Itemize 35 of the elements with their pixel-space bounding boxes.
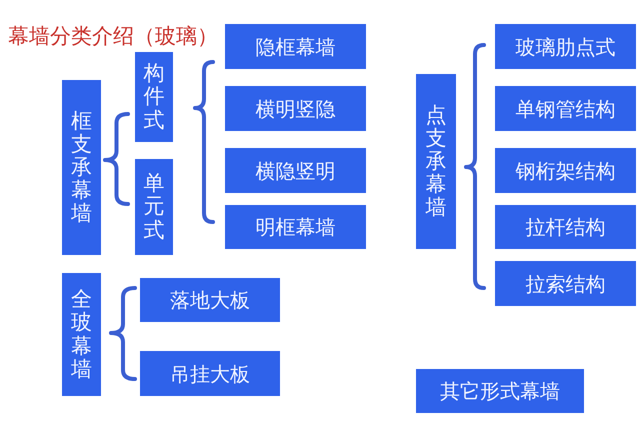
category-box (62, 80, 101, 255)
category-label: 拉杆结构 (526, 215, 606, 239)
category-label: 单元式 (144, 172, 164, 242)
category-box (416, 74, 456, 249)
category-label: 点支承幕墙 (426, 104, 446, 220)
category-label: 隐框幕墙 (256, 34, 336, 58)
category-box (495, 86, 636, 131)
diagram-title: 幕墙分类介绍（玻璃） (8, 24, 218, 50)
category-box (135, 52, 173, 142)
category-label: 构件式 (144, 62, 164, 132)
category-label: 框支承幕墙 (71, 110, 92, 226)
category-label: 吊挂大板 (170, 362, 250, 386)
category-label: 明框幕墙 (256, 215, 336, 239)
category-box (495, 24, 636, 69)
category-box (495, 205, 636, 249)
category-label: 横明竖隐 (256, 96, 336, 120)
category-label: 钢桁架结构 (516, 158, 616, 182)
category-label: 单钢管结构 (516, 96, 616, 120)
category-box (225, 205, 366, 249)
category-box (495, 261, 636, 306)
category-label: 其它形式幕墙 (440, 379, 560, 403)
category-box (225, 148, 366, 193)
category-box (225, 24, 366, 69)
category-label: 落地大板 (170, 288, 250, 312)
category-box (140, 278, 280, 322)
category-label: 横隐竖明 (256, 158, 336, 182)
category-box (225, 86, 366, 131)
category-label: 拉索结构 (526, 272, 606, 296)
category-label: 玻璃肋点式 (516, 34, 616, 58)
category-box (62, 273, 101, 396)
category-box (416, 369, 584, 413)
category-label: 全玻幕墙 (71, 288, 92, 381)
category-box (135, 159, 173, 255)
category-box (140, 351, 280, 396)
category-box (495, 148, 636, 193)
